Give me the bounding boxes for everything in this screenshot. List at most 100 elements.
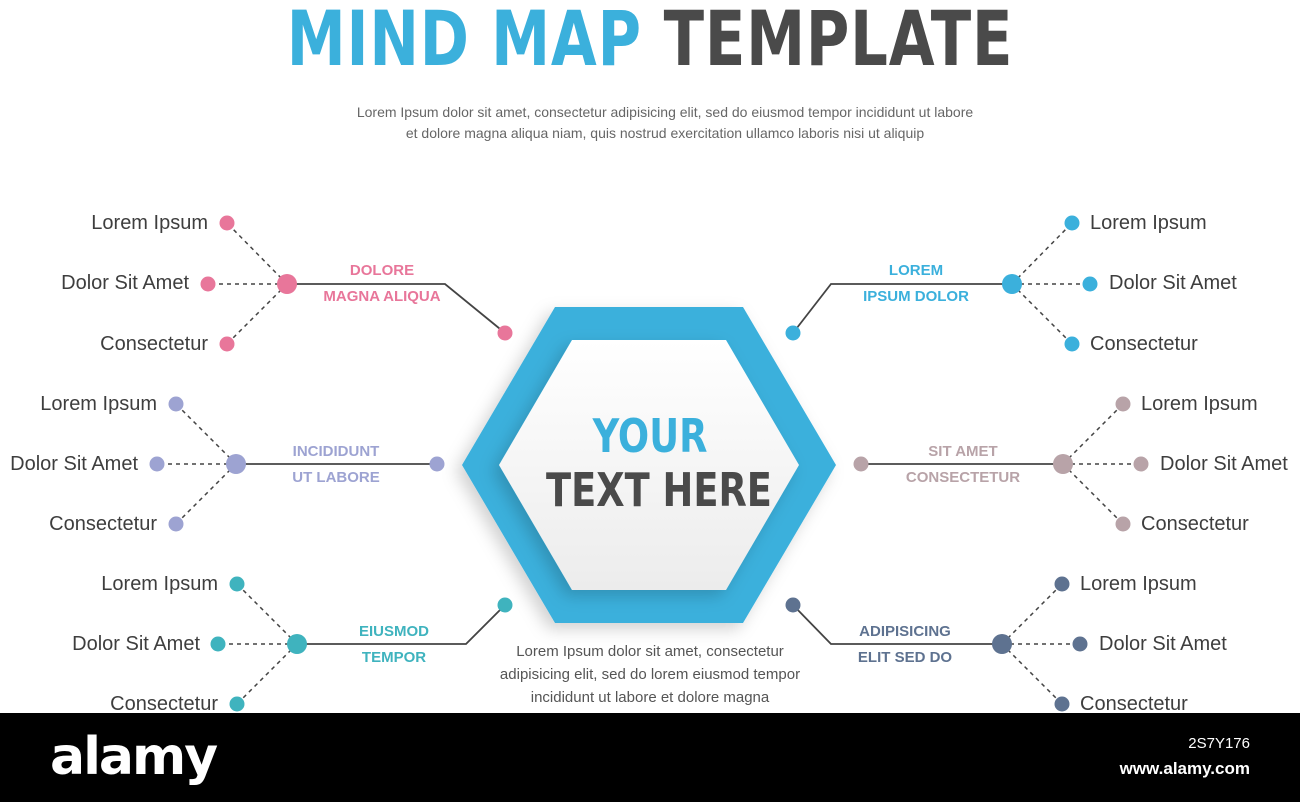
leaf-dot-1-0 — [168, 396, 184, 412]
bottom-description-line-2: adipisicing elit, sed do lorem eiusmod t… — [499, 666, 801, 683]
branch-label-5: ADIPISICING ELIT SED DO — [825, 619, 985, 671]
branch-label-2-line-2: TEMPOR — [361, 649, 427, 666]
branch-hub-dot-4 — [1053, 454, 1073, 474]
center-text: YOUR TEXT HERE — [520, 410, 780, 518]
branch-label-4-line-1: SIT AMET — [928, 443, 998, 460]
branch-label-2: EIUSMOD TEMPOR — [314, 619, 474, 671]
branch-label-4: SIT AMET CONSECTETUR — [883, 439, 1043, 491]
leaf-5-0: Lorem Ipsum — [1080, 573, 1197, 595]
page-title: MIND MAP TEMPLATE — [143, 0, 1157, 80]
leaf-5-1: Dolor Sit Amet — [1099, 633, 1227, 655]
leaf-3-2: Consectetur — [1090, 333, 1198, 355]
bottom-description-line-3: incididunt ut labore et dolore magna — [530, 689, 770, 706]
branch-hub-dot-2 — [287, 634, 307, 654]
branch-label-3-line-1: LOREM — [888, 262, 944, 279]
leaf-connector-2-0 — [236, 583, 298, 645]
leaf-2-0: Lorem Ipsum — [101, 573, 218, 595]
branch-hub-dot-3 — [1002, 274, 1022, 294]
leaf-connector-2-2 — [236, 643, 298, 705]
leaf-dot-0-1 — [200, 276, 216, 292]
bottom-description: Lorem Ipsum dolor sit amet, consectetur … — [470, 640, 830, 709]
node-dots — [149, 215, 1149, 712]
branch-hub-dot-1 — [226, 454, 246, 474]
branch-label-0: DOLORE MAGNA ALIQUA — [302, 258, 462, 310]
title-part-a: MIND MAP — [286, 0, 642, 83]
branch-end-dot-3 — [785, 325, 801, 341]
branch-connector-0 — [287, 283, 506, 334]
title-part-b: TEMPLATE — [663, 0, 1014, 83]
leaf-dot-4-0 — [1115, 396, 1131, 412]
leaf-dot-5-1 — [1072, 636, 1088, 652]
footer-image-id: 2S7Y176 — [1188, 735, 1250, 752]
branch-hub-dot-0 — [277, 274, 297, 294]
footer-site: www.alamy.com — [1119, 759, 1250, 778]
leaf-dot-5-2 — [1054, 696, 1070, 712]
leaf-dot-0-2 — [219, 336, 235, 352]
leaf-connector-1-2 — [175, 463, 237, 525]
branch-label-0-line-1: DOLORE — [349, 262, 415, 279]
branch-label-3: LOREM IPSUM DOLOR — [836, 258, 996, 310]
leaf-4-2: Consectetur — [1141, 513, 1249, 535]
leaf-4-0: Lorem Ipsum — [1141, 393, 1258, 415]
footer-bar: alamy 2S7Y176 www.alamy.com — [0, 713, 1300, 802]
bottom-description-line-1: Lorem Ipsum dolor sit amet, consectetur — [516, 643, 784, 660]
leaf-dot-1-2 — [168, 516, 184, 532]
branch-label-1: INCIDIDUNT UT LABORE — [256, 439, 416, 491]
branch-end-dot-0 — [497, 325, 513, 341]
leaf-3-0: Lorem Ipsum — [1090, 212, 1207, 234]
leaf-4-1: Dolor Sit Amet — [1160, 453, 1288, 475]
leaf-connector-0-0 — [226, 222, 288, 285]
center-hexagon-inner — [499, 340, 799, 590]
leaf-1-2: Consectetur — [49, 513, 157, 535]
branch-end-dot-2 — [497, 597, 513, 613]
subtitle: Lorem Ipsum dolor sit amet, consectetur … — [320, 102, 1010, 144]
leaf-dot-3-1 — [1082, 276, 1098, 292]
leaf-connector-5-2 — [1001, 643, 1063, 705]
branch-label-1-line-2: UT LABORE — [292, 469, 380, 486]
leaf-dot-5-0 — [1054, 576, 1070, 592]
leaf-dot-3-2 — [1064, 336, 1080, 352]
leaf-dot-4-1 — [1133, 456, 1149, 472]
footer-logo: alamy — [50, 727, 218, 787]
leaf-0-2: Consectetur — [100, 333, 208, 355]
leaf-dot-0-0 — [219, 215, 235, 231]
leaf-connector-4-2 — [1062, 463, 1124, 525]
branch-label-5-line-1: ADIPISICING — [859, 623, 951, 640]
leaf-2-2: Consectetur — [110, 693, 218, 715]
branch-end-dot-5 — [785, 597, 801, 613]
leaf-dot-2-2 — [229, 696, 245, 712]
leaf-3-1: Dolor Sit Amet — [1109, 272, 1237, 294]
leaf-1-1: Dolor Sit Amet — [10, 453, 138, 475]
branch-label-5-line-2: ELIT SED DO — [857, 649, 953, 666]
branch-label-3-line-2: IPSUM DOLOR — [863, 288, 969, 305]
leaf-dot-2-1 — [210, 636, 226, 652]
branch-end-dot-4 — [853, 456, 869, 472]
leaf-connector-0-2 — [226, 283, 288, 345]
branch-hub-dot-5 — [992, 634, 1012, 654]
center-text-line-2: TEXT HERE — [546, 463, 772, 517]
leaf-dot-2-0 — [229, 576, 245, 592]
subtitle-line-2: et dolore magna aliqua niam, quis nostru… — [405, 125, 925, 141]
branch-connector-2 — [297, 604, 506, 645]
leaf-connector-4-0 — [1062, 403, 1124, 465]
leaf-connector-3-2 — [1011, 283, 1073, 345]
leaf-0-1: Dolor Sit Amet — [61, 272, 189, 294]
leaf-dot-3-0 — [1064, 215, 1080, 231]
leaf-connector-1-0 — [175, 403, 237, 465]
branch-end-dot-1 — [429, 456, 445, 472]
center-text-line-1: YOUR — [592, 409, 708, 463]
branch-label-0-line-2: MAGNA ALIQUA — [323, 288, 441, 305]
leaf-dot-1-1 — [149, 456, 165, 472]
leaf-dot-4-2 — [1115, 516, 1131, 532]
subtitle-line-1: Lorem Ipsum dolor sit amet, consectetur … — [356, 104, 974, 120]
branch-connector-3 — [792, 283, 1012, 334]
leaf-0-0: Lorem Ipsum — [91, 212, 208, 234]
leaf-connector-5-0 — [1001, 583, 1063, 645]
leaf-2-1: Dolor Sit Amet — [72, 633, 200, 655]
leaf-connector-3-0 — [1011, 222, 1073, 285]
branch-label-1-line-1: INCIDIDUNT — [292, 443, 380, 460]
branch-label-4-line-2: CONSECTETUR — [905, 469, 1021, 486]
branch-label-2-line-1: EIUSMOD — [358, 623, 429, 640]
